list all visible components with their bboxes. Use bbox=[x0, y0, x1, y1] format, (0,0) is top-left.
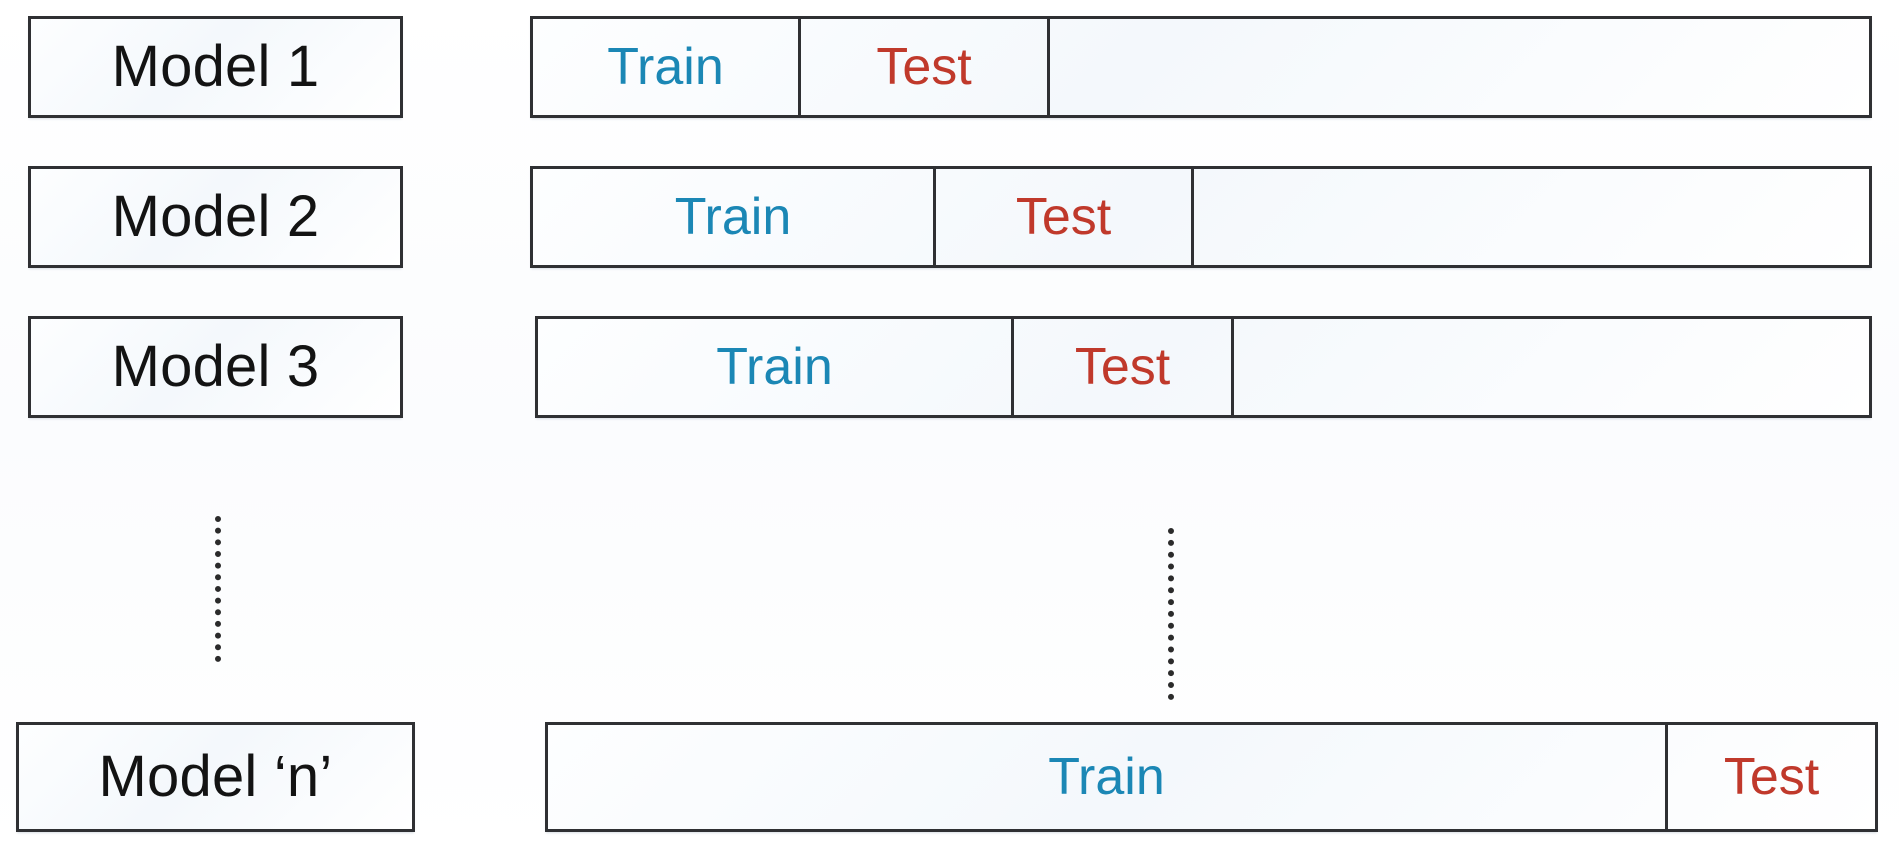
segment-train-label-3: Train bbox=[716, 338, 833, 396]
segment-unused-2 bbox=[1191, 169, 1869, 265]
model-label-box-3: Model 3 bbox=[28, 316, 403, 418]
segment-train-n: Train bbox=[548, 725, 1665, 829]
segment-train-3: Train bbox=[538, 319, 1011, 415]
ellipsis-dotted-line-timeline bbox=[1168, 528, 1174, 700]
model-label-text-1: Model 1 bbox=[111, 34, 320, 99]
segment-train-1: Train bbox=[533, 19, 798, 115]
model-label-box-n: Model ‘n’ bbox=[16, 722, 415, 832]
model-label-text-3: Model 3 bbox=[111, 334, 320, 399]
segment-test-n: Test bbox=[1665, 725, 1875, 829]
segment-unused-3 bbox=[1231, 319, 1869, 415]
model-label-text-n: Model ‘n’ bbox=[98, 744, 333, 809]
model-label-box-2: Model 2 bbox=[28, 166, 403, 268]
timeline-row-3: Train Test bbox=[535, 316, 1872, 418]
segment-test-2: Test bbox=[933, 169, 1191, 265]
segment-train-label-n: Train bbox=[1048, 748, 1165, 806]
timeline-row-n: Train Test bbox=[545, 722, 1878, 832]
segment-train-2: Train bbox=[533, 169, 933, 265]
segment-test-label-n: Test bbox=[1723, 748, 1820, 806]
segment-test-label-3: Test bbox=[1074, 338, 1171, 396]
segment-test-label-1: Test bbox=[876, 38, 972, 96]
model-label-text-2: Model 2 bbox=[111, 184, 320, 249]
timeline-row-2: Train Test bbox=[530, 166, 1872, 268]
segment-train-label-1: Train bbox=[607, 38, 724, 96]
segment-test-3: Test bbox=[1011, 319, 1231, 415]
ellipsis-dotted-line-labels bbox=[215, 516, 221, 662]
segment-train-label-2: Train bbox=[674, 188, 792, 246]
segment-test-label-2: Test bbox=[1015, 188, 1112, 246]
timeline-row-1: Train Test bbox=[530, 16, 1872, 118]
segment-unused-1 bbox=[1047, 19, 1869, 115]
segment-test-1: Test bbox=[798, 19, 1047, 115]
model-label-box-1: Model 1 bbox=[28, 16, 403, 118]
